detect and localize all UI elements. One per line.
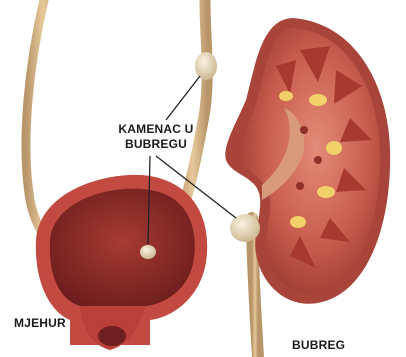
stone-label-line1: KAMENAC U: [108, 122, 204, 137]
kidney-label: BUBREG: [292, 338, 345, 353]
bladder-stone: [140, 245, 156, 259]
kidney-stone: [230, 214, 260, 242]
leader-line-ureter: [166, 76, 200, 120]
bladder-label: MJEHUR: [14, 316, 66, 331]
stone-label: KAMENAC U BUBREGU: [108, 122, 204, 152]
ureter-stone: [195, 52, 217, 80]
stone-label-line2: BUBREGU: [108, 137, 204, 152]
